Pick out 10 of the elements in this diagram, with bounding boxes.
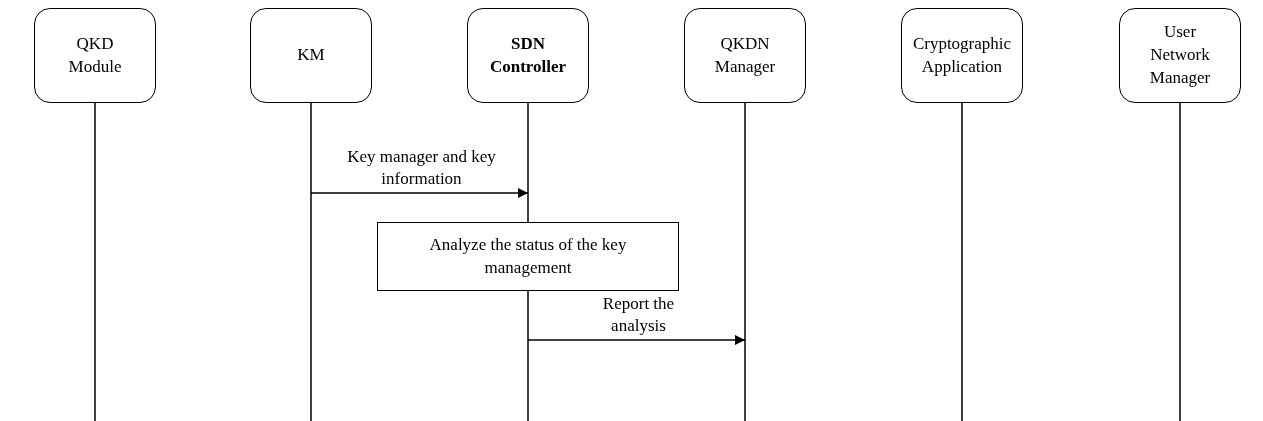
participant-label: KM	[296, 44, 326, 67]
message-arrow	[310, 188, 529, 198]
activity-text: Analyze the status of the key management	[428, 233, 628, 279]
participant-label: SDN Controller	[488, 32, 568, 78]
participant-label: Cryptographic Application	[911, 32, 1013, 78]
participant-label: User Network Manager	[1148, 21, 1212, 89]
activity-box	[377, 222, 679, 291]
message-arrow	[527, 335, 746, 345]
participant-label: QKD Module	[67, 32, 123, 78]
participant-label: QKDN Manager	[713, 32, 777, 78]
